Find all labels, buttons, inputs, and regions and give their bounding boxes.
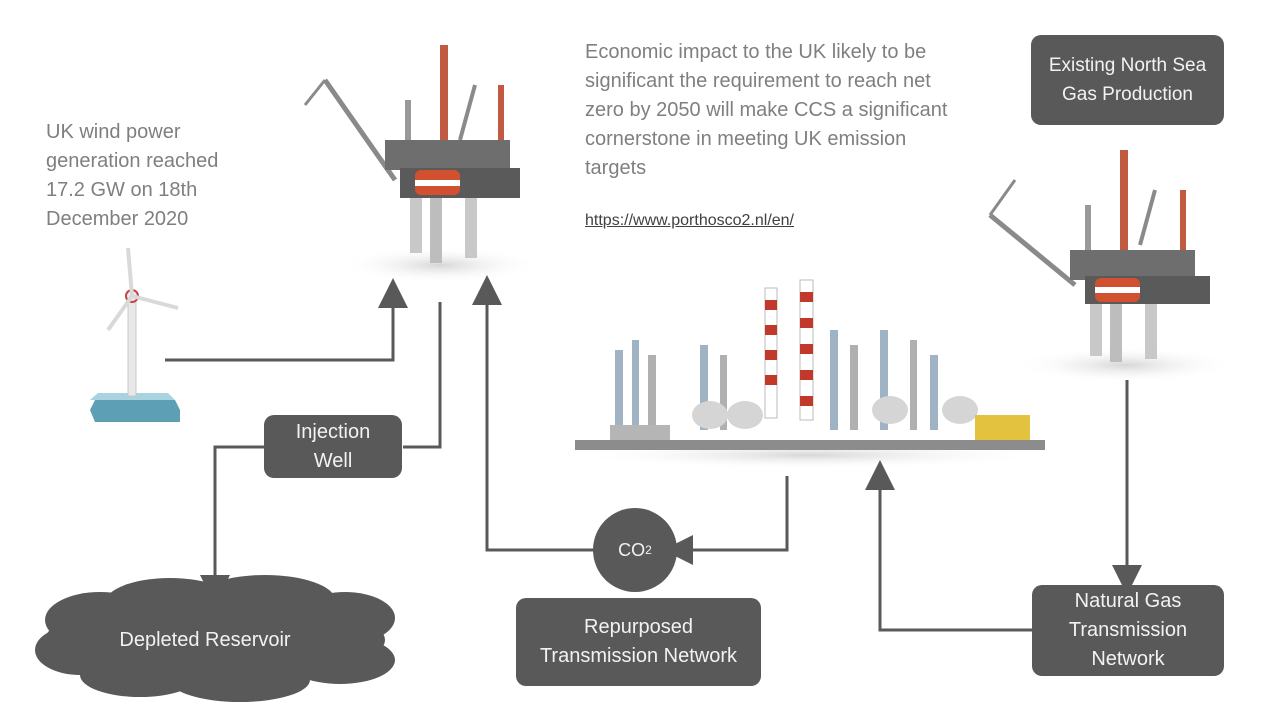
wind-note: UK wind power generation reached 17.2 GW… [46,121,219,230]
injection-well-label: Injection Well [295,420,371,472]
connector-wind-to-platform [165,278,408,362]
co2-label: CO [618,539,646,560]
offshore-platform-icon [303,45,540,283]
connector-injection-to-reservoir [200,445,264,605]
connector-platform-to-injection [403,302,442,449]
natural-gas-network-box: Natural Gas Transmission Network [1032,585,1224,676]
natural-gas-network-label: Natural Gas Transmission Network [1068,590,1188,670]
co2-node [593,508,677,592]
refinery-icon [570,279,1050,469]
connector-refinery-to-co2 [663,476,789,565]
depleted-reservoir-label-wrap: Depleted Reservoir [80,620,330,660]
gas-production-box: Existing North Sea Gas Production [1031,35,1224,125]
connector-co2-to-platform [472,275,595,552]
injection-well-box: Injection Well [264,415,402,478]
connector-natural-gas-to-refinery [865,460,1032,632]
porthos-link[interactable]: https://www.porthosco2.nl/en/ [585,212,794,229]
repurposed-network-box: Repurposed Transmission Network [516,598,761,686]
gas-production-label: Existing North Sea Gas Production [1048,55,1207,105]
depleted-reservoir-label: Depleted Reservoir [119,628,291,651]
offshore-platform-icon [988,150,1235,383]
depleted-reservoir-cloud [35,575,395,702]
impact-note: Economic impact to the UK likely to be s… [585,41,948,179]
wind-turbine-icon [90,247,180,422]
co2-subscript: 2 [645,542,652,557]
repurposed-network-label: Repurposed Transmission Network [539,616,738,667]
